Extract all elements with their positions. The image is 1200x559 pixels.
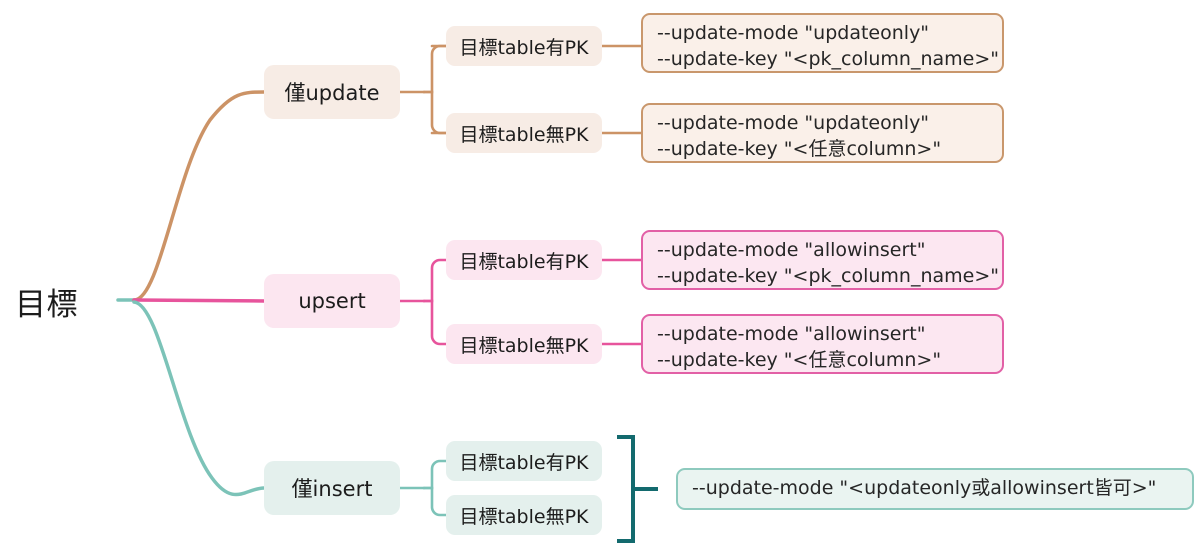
link-root-insert: [132, 300, 266, 497]
child-label-update-nopk: 目標table無PK: [459, 123, 589, 146]
leaf-node-update-nopk[interactable]: --update-mode "updateonly" --update-key …: [641, 103, 1004, 163]
leaf-line-mode: --update-mode "updateonly": [657, 22, 930, 44]
link-root-upsert: [132, 298, 266, 303]
leaf-line-mode: --update-mode "<updateonly或allowinsert皆可…: [692, 477, 1157, 500]
link-update-elbow-nopk: [422, 90, 448, 135]
branch-label-insert: 僅insert: [291, 477, 373, 501]
leaf-line-key: --update-key "<任意column>": [657, 137, 942, 160]
child-label-upsert-nopk: 目標table無PK: [459, 334, 589, 357]
leaf-line-key: --update-key "<pk_column_name>": [657, 47, 1000, 70]
child-node-insert-nopk[interactable]: 目標table無PK: [446, 495, 602, 535]
branch-node-update[interactable]: 僅update: [264, 65, 400, 119]
link-upsert-elbow-pk: [422, 258, 448, 303]
child-node-update-nopk[interactable]: 目標table無PK: [446, 113, 602, 153]
leaf-line-key: --update-key "<任意column>": [657, 348, 942, 371]
child-node-insert-pk[interactable]: 目標table有PK: [446, 441, 602, 481]
child-label-insert-nopk: 目標table無PK: [459, 505, 589, 528]
branch-node-upsert[interactable]: upsert: [264, 274, 400, 328]
branch-label-update: 僅update: [284, 81, 380, 105]
leaf-node-upsert-pk[interactable]: --update-mode "allowinsert" --update-key…: [641, 230, 1004, 290]
root-label: 目標: [15, 286, 78, 323]
link-root-update: [132, 90, 266, 302]
child-label-upsert-pk: 目標table有PK: [459, 250, 589, 273]
branch-node-insert[interactable]: 僅insert: [264, 461, 400, 515]
leaf-line-mode: --update-mode "updateonly": [657, 112, 930, 134]
link-update-elbow-pk: [422, 44, 448, 94]
link-update-spine: [398, 44, 448, 135]
leaf-node-insert-shared[interactable]: --update-mode "<updateonly或allowinsert皆可…: [676, 468, 1194, 510]
leaf-node-update-pk[interactable]: --update-mode "updateonly" --update-key …: [641, 13, 1004, 73]
leaf-line-key: --update-key "<pk_column_name>": [657, 264, 1000, 287]
group-bracket: [617, 435, 635, 543]
leaf-line-mode: --update-mode "allowinsert": [657, 323, 926, 345]
child-label-insert-pk: 目標table有PK: [459, 451, 589, 474]
root-node[interactable]: 目標: [15, 283, 115, 323]
branch-label-upsert: upsert: [298, 289, 366, 313]
link-insert-elbow-nopk: [422, 486, 448, 517]
child-node-upsert-pk[interactable]: 目標table有PK: [446, 240, 602, 280]
leaf-line-mode: --update-mode "allowinsert": [657, 239, 926, 261]
child-node-upsert-nopk[interactable]: 目標table無PK: [446, 324, 602, 364]
link-upsert-elbow-nopk: [422, 299, 448, 346]
child-node-update-pk[interactable]: 目標table有PK: [446, 26, 602, 66]
leaf-node-upsert-nopk[interactable]: --update-mode "allowinsert" --update-key…: [641, 314, 1004, 374]
link-insert-elbow-pk: [422, 459, 448, 490]
child-label-update-pk: 目標table有PK: [459, 36, 589, 59]
